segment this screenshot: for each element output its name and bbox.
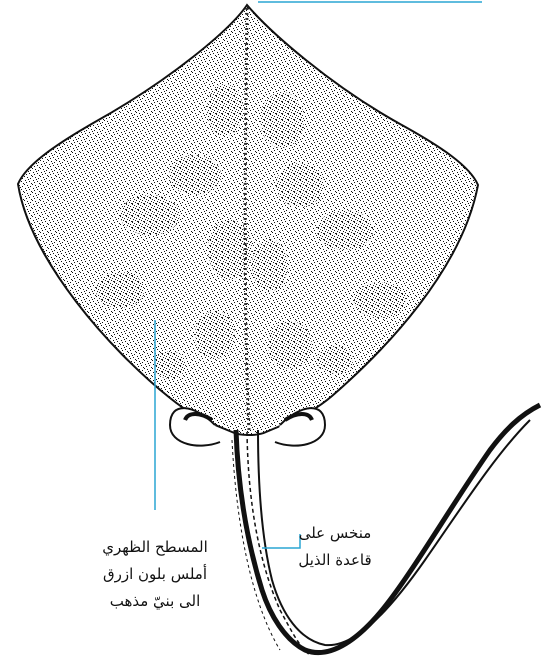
dorsal-label-line1: المسطح الظهري [102, 538, 208, 557]
tail-base-leader-line [262, 534, 300, 548]
tail-label-line1: منخس على [299, 524, 372, 542]
dorsal-surface-label: المسطح الظهري أملس بلون ازرق الى بنيّ مذ… [102, 538, 208, 611]
dorsal-label-line3: الى بنيّ مذهب [110, 592, 201, 611]
dorsal-label-line2: أملس بلون ازرق [103, 564, 207, 583]
ray-body [18, 5, 478, 435]
tail-label-line2: قاعدة الذيل [298, 551, 371, 569]
tail-base-label: منخس على قاعدة الذيل [298, 524, 371, 569]
